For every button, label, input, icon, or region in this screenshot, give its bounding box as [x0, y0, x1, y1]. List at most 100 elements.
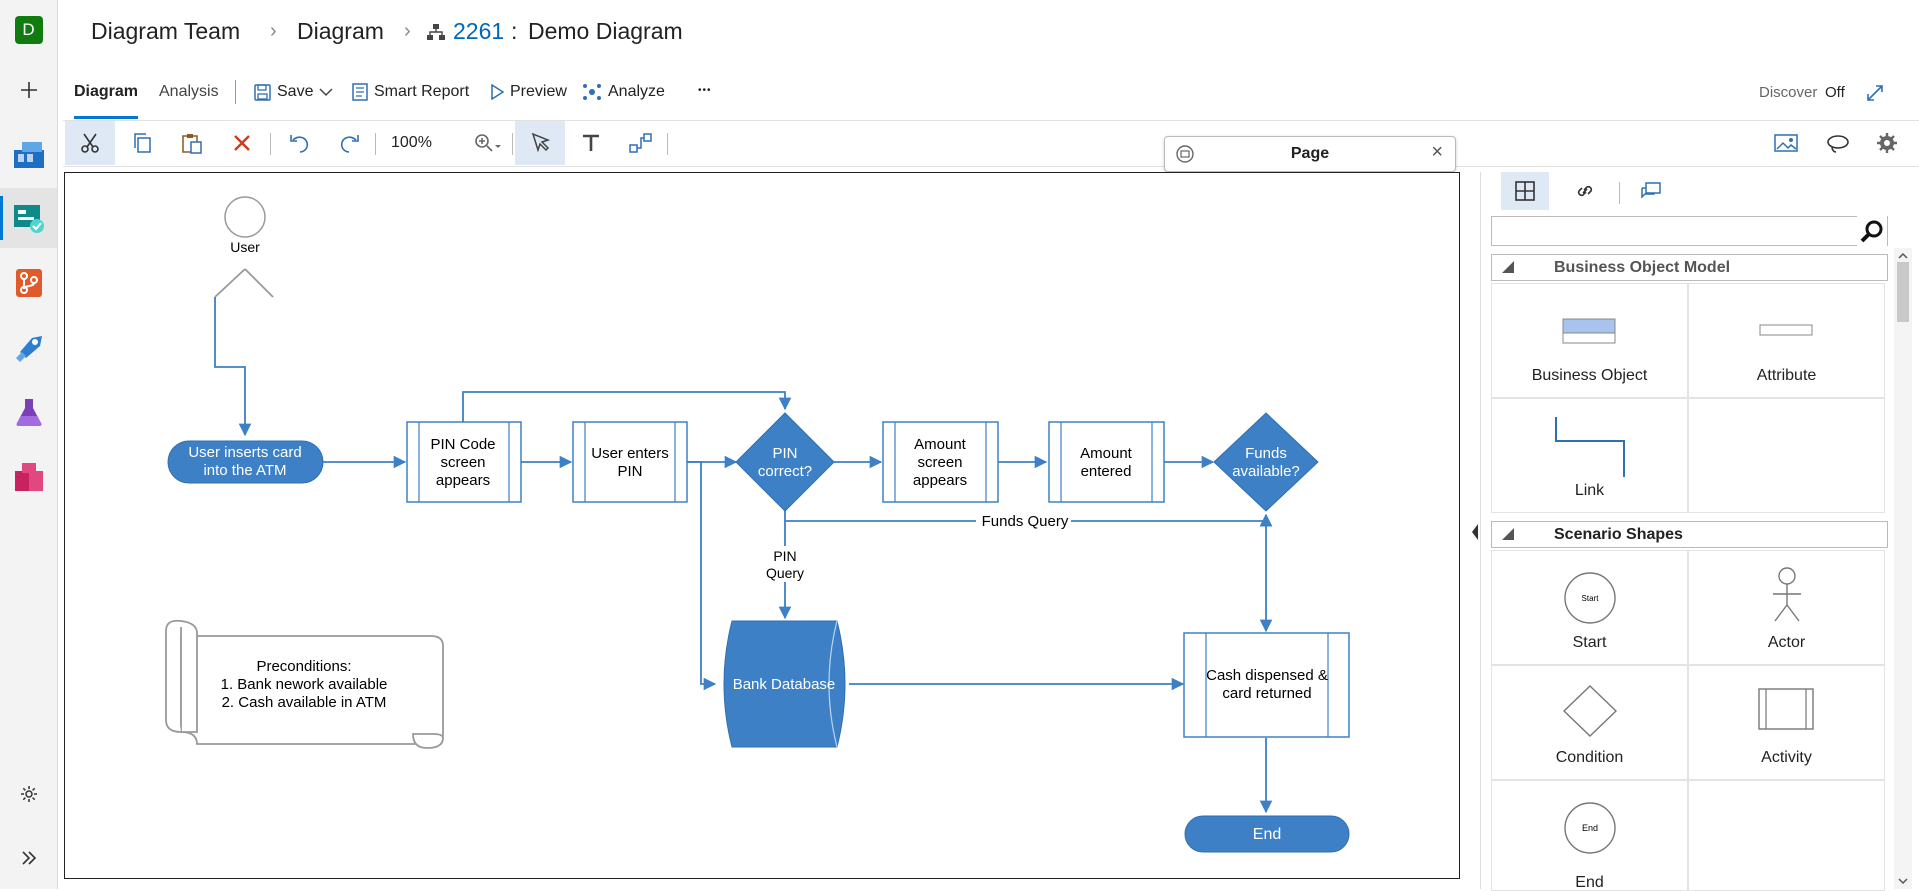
delete-icon[interactable]	[217, 121, 267, 165]
caret-left-icon	[1472, 524, 1478, 540]
condition-diamond-icon	[1562, 685, 1618, 737]
preview-button[interactable]: Preview	[490, 83, 567, 101]
shape-condition[interactable]: Condition	[1491, 665, 1688, 780]
shape-end[interactable]: End End	[1491, 780, 1688, 891]
text-tool-icon[interactable]	[566, 121, 616, 165]
connectors	[214, 297, 1273, 814]
settings-icon[interactable]	[0, 764, 57, 824]
link-icon[interactable]	[1565, 172, 1605, 210]
shape-label: Actor	[1767, 634, 1806, 651]
collapse-icon[interactable]	[1175, 145, 1195, 168]
comments-icon[interactable]	[1631, 172, 1671, 210]
activity-pin-screen[interactable]	[406, 421, 522, 503]
tab-diagram[interactable]: Diagram	[74, 83, 139, 100]
database-shape[interactable]	[723, 620, 846, 748]
save-button[interactable]: Save	[254, 83, 333, 101]
preconditions-note[interactable]	[165, 619, 444, 749]
app-rail: D	[0, 0, 58, 889]
hierarchy-icon	[427, 23, 445, 46]
shape-attribute[interactable]: Attribute	[1688, 283, 1885, 398]
cut-icon[interactable]	[65, 121, 115, 165]
test-plans-icon[interactable]	[0, 188, 57, 248]
add-icon[interactable]	[0, 60, 57, 120]
repos-icon[interactable]	[0, 253, 57, 313]
section-title: Scenario Shapes	[1554, 525, 1683, 543]
expand-rail-icon[interactable]	[0, 828, 57, 888]
avatar: D	[14, 16, 43, 44]
redo-icon[interactable]	[325, 121, 375, 165]
actor-shape[interactable]	[214, 196, 274, 298]
analyze-label: Analyze	[608, 83, 665, 100]
activity-label: Amount	[1080, 445, 1133, 462]
connector	[214, 297, 252, 437]
analyze-icon	[583, 84, 601, 100]
shape-activity[interactable]: Activity	[1688, 665, 1885, 780]
paste-icon[interactable]	[167, 121, 217, 165]
report-icon	[352, 83, 368, 101]
activity-amount-entered[interactable]	[1048, 421, 1165, 503]
activity-cash-dispensed[interactable]	[1183, 632, 1350, 738]
close-icon[interactable]: ×	[1431, 141, 1443, 163]
scroll-up-icon[interactable]	[1894, 250, 1912, 262]
breadcrumb-team[interactable]: Diagram Team	[91, 18, 241, 44]
connector-tool-icon[interactable]	[616, 121, 666, 165]
activity-amount-screen[interactable]	[882, 421, 999, 503]
decision-pin-correct[interactable]	[735, 412, 835, 512]
panel-splitter[interactable]	[1468, 172, 1480, 889]
actor-icon	[1773, 567, 1801, 622]
pipelines-icon[interactable]	[0, 318, 57, 378]
work-item-id-link[interactable]: 2261	[453, 18, 505, 44]
packages-icon[interactable]	[0, 447, 57, 507]
activity-label: screen	[440, 454, 485, 471]
discover-toggle[interactable]: Off	[1825, 84, 1845, 101]
palette-search-input[interactable]	[1496, 218, 1860, 244]
copy-icon[interactable]	[117, 121, 167, 165]
breadcrumb-section[interactable]: Diagram	[297, 18, 384, 44]
activity-label: Cash dispensed &	[1206, 667, 1328, 684]
diagram-canvas[interactable]: User User inserts card into the ATM	[64, 172, 1460, 879]
activity-user-enters-pin[interactable]	[572, 421, 688, 503]
page-panel: Page ×	[1164, 136, 1456, 172]
connector	[462, 391, 792, 422]
smart-report-button[interactable]: Smart Report	[352, 83, 469, 101]
fullscreen-icon[interactable]	[1866, 84, 1884, 107]
more-actions-button[interactable]: •••	[698, 85, 712, 96]
decision-funds-available[interactable]	[1213, 412, 1319, 512]
undo-icon[interactable]	[274, 121, 324, 165]
pointer-tool-icon[interactable]	[515, 121, 565, 165]
shapes-grid-icon[interactable]	[1501, 172, 1549, 210]
chevron-right-icon: ›	[270, 20, 277, 42]
shape-business-object[interactable]: Business Object	[1491, 283, 1688, 398]
end-terminator[interactable]	[1184, 815, 1350, 853]
section-header-business-object-model[interactable]: Business Object Model	[1491, 254, 1888, 281]
start-terminator[interactable]	[167, 440, 324, 484]
start-circle-icon: Start	[1564, 572, 1616, 624]
zoom-level[interactable]: 100%	[391, 134, 432, 151]
zoom-icon[interactable]	[463, 121, 513, 165]
org-avatar-button[interactable]: D	[0, 0, 57, 60]
scrollbar-thumb[interactable]	[1897, 262, 1909, 322]
analyze-button[interactable]: Analyze	[582, 83, 665, 101]
section-header-scenario-shapes[interactable]: Scenario Shapes	[1491, 521, 1888, 548]
shape-link[interactable]: Link	[1491, 398, 1688, 513]
image-export-icon[interactable]	[1761, 121, 1811, 165]
empty-cell	[1688, 780, 1885, 891]
search-icon[interactable]	[1857, 216, 1887, 246]
gear-icon[interactable]	[1862, 121, 1912, 165]
shape-start[interactable]: Start Start	[1491, 550, 1688, 665]
activity-label: appears	[913, 472, 967, 489]
label-background	[976, 511, 1071, 529]
scroll-down-icon[interactable]	[1894, 875, 1912, 887]
scrollbar[interactable]	[1894, 248, 1912, 889]
save-icon	[254, 83, 271, 101]
pin-query-label: PIN	[773, 548, 796, 564]
boards-icon[interactable]	[0, 125, 57, 185]
lasso-icon[interactable]	[1813, 121, 1863, 165]
artifacts-lab-icon[interactable]	[0, 382, 57, 442]
shape-actor[interactable]: Actor	[1688, 550, 1885, 665]
tab-analysis[interactable]: Analysis	[159, 83, 219, 100]
note-line: 2. Cash available in ATM	[222, 694, 387, 711]
shape-label: Business Object	[1531, 367, 1648, 384]
activity-label: PIN	[617, 463, 642, 480]
shape-label: Condition	[1555, 749, 1624, 766]
